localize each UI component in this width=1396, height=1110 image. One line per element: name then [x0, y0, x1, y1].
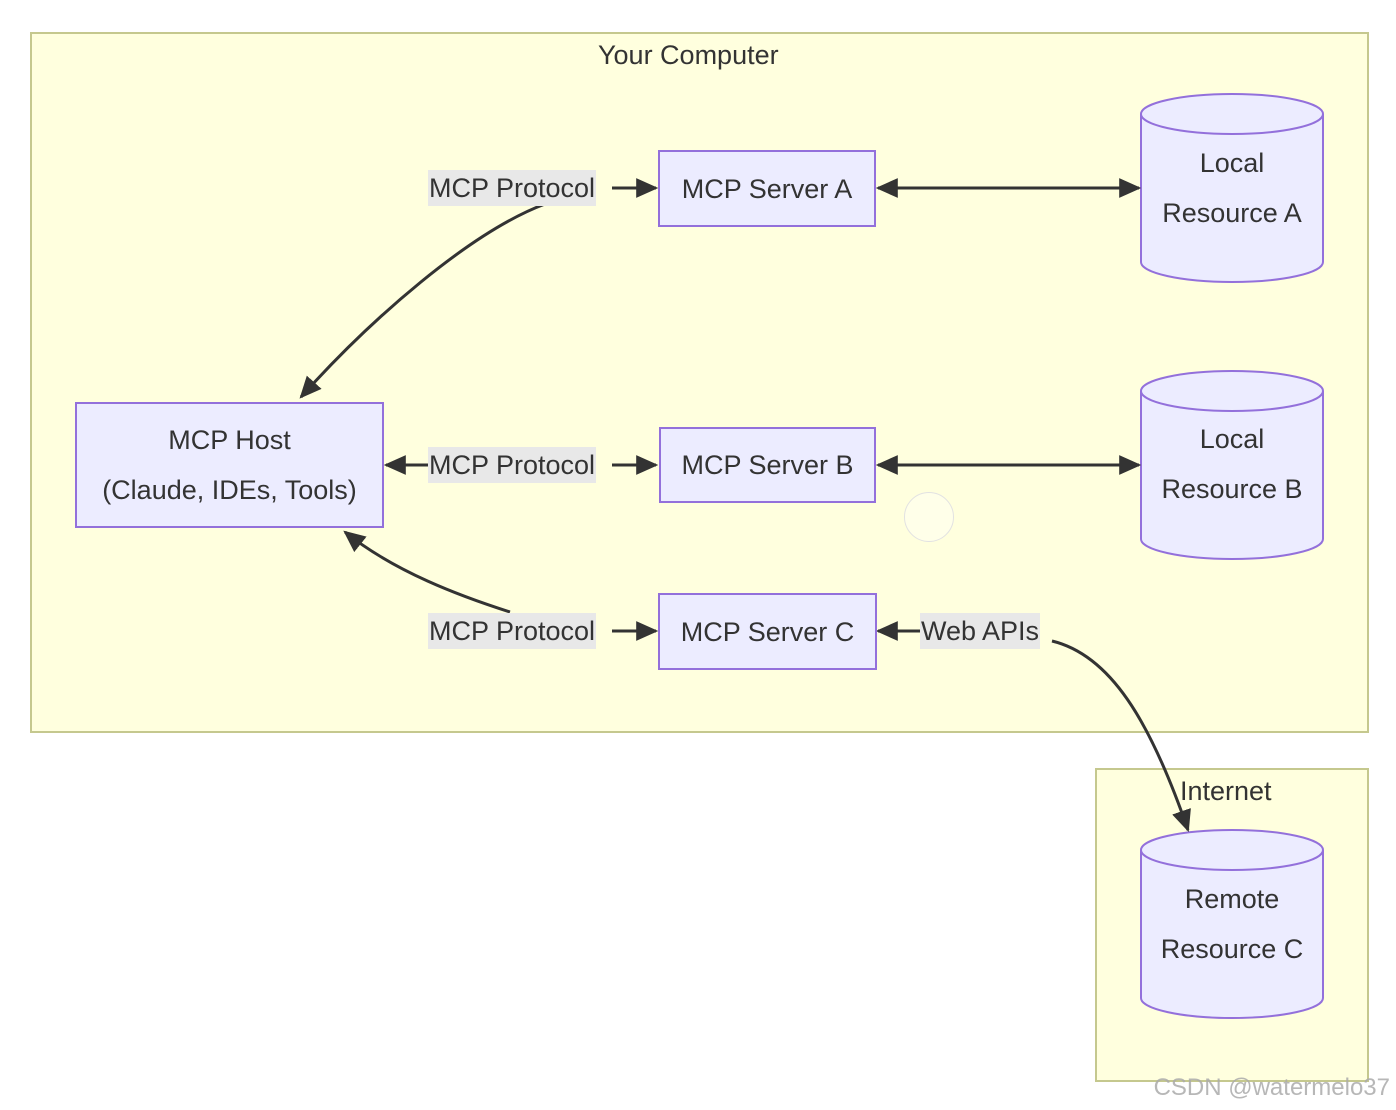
- edge-host-server-c-curve: [343, 530, 511, 614]
- resource-a-line2: Resource A: [1162, 198, 1302, 228]
- resource-b-line1: Local: [1199, 424, 1265, 454]
- node-mcp-host-line1: MCP Host: [168, 425, 291, 455]
- node-mcp-server-c-label: MCP Server C: [680, 616, 855, 647]
- node-mcp-server-b-label: MCP Server B: [681, 450, 854, 480]
- node-mcp-server-c: MCP Server C: [658, 593, 877, 670]
- node-mcp-host: MCP Host (Claude, IDEs, Tools): [75, 402, 384, 528]
- cylinder-resource-a: [1140, 93, 1324, 283]
- edge-label-host-server-c: MCP Protocol: [428, 613, 597, 649]
- edge-label-host-server-a: MCP Protocol: [428, 170, 597, 206]
- edge-web-apis-resource-c: [1051, 639, 1191, 833]
- resource-c-line1: Remote: [1184, 884, 1280, 914]
- watermark: CSDN @watermelo37: [1153, 1074, 1390, 1101]
- node-mcp-server-a: MCP Server A: [658, 150, 876, 227]
- cursor-indicator: [904, 492, 954, 542]
- node-mcp-server-a-label: MCP Server A: [681, 173, 853, 204]
- cluster-label-internet: Internet: [1180, 776, 1272, 806]
- cylinder-resource-c: [1140, 829, 1324, 1019]
- node-mcp-host-line2: (Claude, IDEs, Tools): [102, 475, 357, 505]
- node-mcp-server-b: MCP Server B: [659, 427, 876, 503]
- cluster-label-your-computer: Your Computer: [598, 40, 779, 70]
- resource-a-label: Local Resource A: [1141, 138, 1323, 238]
- edge-host-server-a-curve: [299, 202, 546, 399]
- resource-c-line2: Resource C: [1160, 934, 1304, 964]
- resource-c-label: Remote Resource C: [1141, 874, 1323, 974]
- edge-label-host-server-b: MCP Protocol: [428, 447, 597, 483]
- edge-label-web-apis: Web APIs: [920, 613, 1041, 649]
- resource-b-label: Local Resource B: [1141, 414, 1323, 514]
- resource-a-line1: Local: [1199, 148, 1265, 178]
- resource-b-line2: Resource B: [1161, 474, 1303, 504]
- cylinder-resource-b: [1140, 370, 1324, 560]
